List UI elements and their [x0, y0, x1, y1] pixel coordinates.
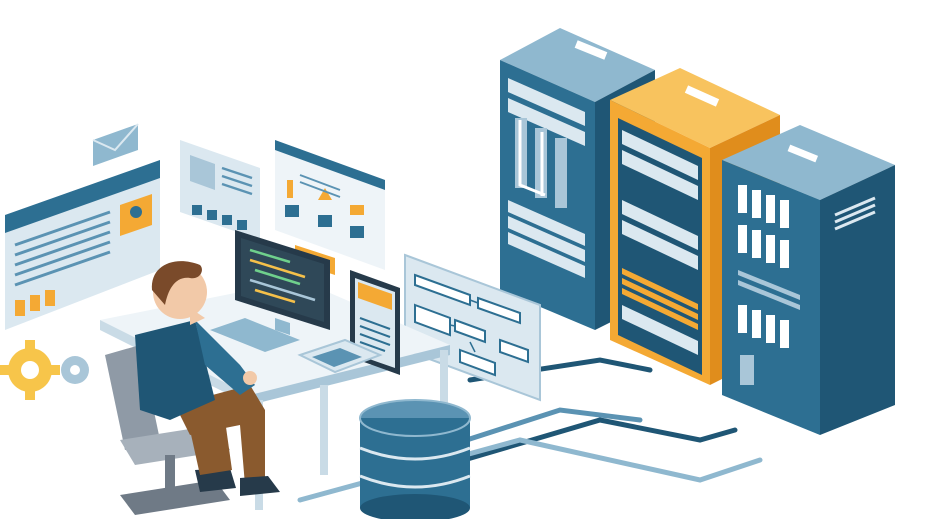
monitor-with-code — [235, 230, 330, 335]
mail-icon — [92, 123, 139, 166]
gear-icon — [0, 340, 60, 400]
database-cylinder — [359, 399, 471, 519]
floating-dashboard-panels — [5, 123, 385, 330]
chart-panel — [275, 140, 385, 270]
server-rack-storage — [722, 125, 895, 435]
flowchart-panel — [404, 253, 541, 402]
report-panel — [5, 160, 160, 330]
laptop-keyboard — [210, 318, 383, 374]
gear-icon — [61, 356, 89, 384]
gear-icons — [0, 340, 89, 400]
layout-panel — [180, 140, 260, 240]
developer-at-desk — [135, 261, 280, 496]
